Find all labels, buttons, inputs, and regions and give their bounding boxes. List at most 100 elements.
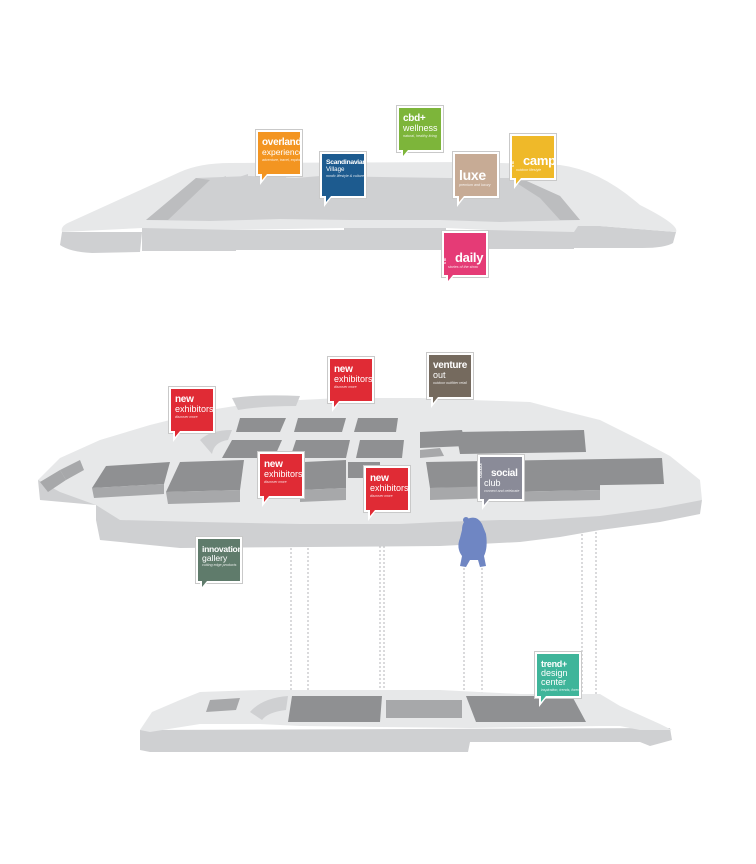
marker-tagline: adventure, travel, explore [262, 157, 302, 162]
speech-pin-icon [482, 501, 489, 510]
marker-subtitle: Village [326, 165, 345, 173]
speech-pin-icon [260, 176, 267, 185]
marker-tagline: premium and luxury [459, 183, 491, 187]
marker-title: camp [523, 153, 556, 168]
marker-tagline: discover more [370, 494, 393, 498]
speech-pin-inner-icon [326, 196, 331, 202]
marker-subtitle: exhibitors [264, 469, 303, 479]
marker-title: cbd+ [403, 113, 426, 124]
marker-subtitle: exhibitors [175, 404, 214, 414]
speech-pin-inner-icon [403, 150, 408, 156]
marker-tagline: inspiration, trends, forecast [541, 688, 581, 692]
marker-title: trend+ [541, 659, 567, 669]
marker-subtitle: club [484, 478, 501, 488]
marker-tagline: discover more [334, 385, 357, 389]
speech-pin-icon [262, 498, 269, 507]
upper-level-floor [60, 162, 677, 253]
speech-pin-inner-icon [334, 401, 339, 407]
marker-title: new [264, 459, 283, 470]
marker-title: venture [433, 360, 468, 371]
speech-pin-inner-icon [484, 499, 489, 505]
speech-pin-inner-icon [264, 496, 269, 502]
speech-pin-inner-icon [202, 581, 207, 587]
marker-tagline: discover more [264, 480, 287, 484]
speech-pin-inner-icon [262, 174, 267, 180]
marker-tagline: nordic lifestyle & culture [326, 174, 364, 178]
lower-level-floor [140, 690, 672, 752]
marker-title: new [175, 394, 194, 405]
marker-title: new [370, 473, 389, 484]
speech-pin-icon [457, 198, 464, 207]
marker-tagline: cutting edge products [202, 563, 237, 568]
marker-title: new [334, 364, 353, 375]
speech-pin-icon [173, 433, 180, 442]
marker-tagline: outdoor outfitter retail [433, 381, 467, 385]
speech-pin-icon [446, 277, 453, 286]
speech-pin-icon [324, 198, 331, 207]
speech-pin-icon [431, 399, 438, 408]
speech-pin-icon [200, 583, 207, 592]
marker-title: daily [455, 250, 484, 265]
speech-pin-inner-icon [433, 397, 438, 403]
marker-subtitle: gallery [202, 552, 228, 563]
speech-pin-icon [401, 152, 408, 161]
speech-pin-inner-icon [516, 178, 521, 184]
marker-subtitle: design [541, 668, 568, 678]
speech-pin-inner-icon [459, 196, 464, 202]
marker-subtitle: exhibitors [370, 483, 409, 493]
speech-pin-inner-icon [541, 696, 546, 702]
speech-pin-inner-icon [370, 510, 375, 516]
marker-tagline: outdoor lifestyle [516, 168, 542, 172]
marker-title: social [491, 468, 518, 479]
marker-title: overland [262, 137, 302, 148]
marker-tagline: stories of the show [448, 265, 478, 269]
bear-icon [458, 517, 487, 567]
marker-title: Scandinavian [326, 159, 366, 166]
speech-pin-icon [368, 512, 375, 521]
level-connector-lines [290, 532, 597, 694]
marker-tagline: connect and celebrate [484, 489, 520, 493]
speech-pin-inner-icon [175, 431, 180, 437]
marker-subtitle: experience [262, 147, 302, 157]
marker-subtitle: out [433, 370, 446, 380]
marker-subtitle: exhibitors [334, 374, 373, 384]
marker-tagline: discover more [175, 415, 198, 419]
speech-pin-icon [332, 403, 339, 412]
marker-title: luxe [459, 167, 486, 183]
speech-pin-icon [539, 698, 546, 707]
marker-subtitle-2: center [541, 677, 567, 687]
speech-pin-icon [514, 180, 521, 189]
speech-pin-inner-icon [448, 275, 453, 281]
